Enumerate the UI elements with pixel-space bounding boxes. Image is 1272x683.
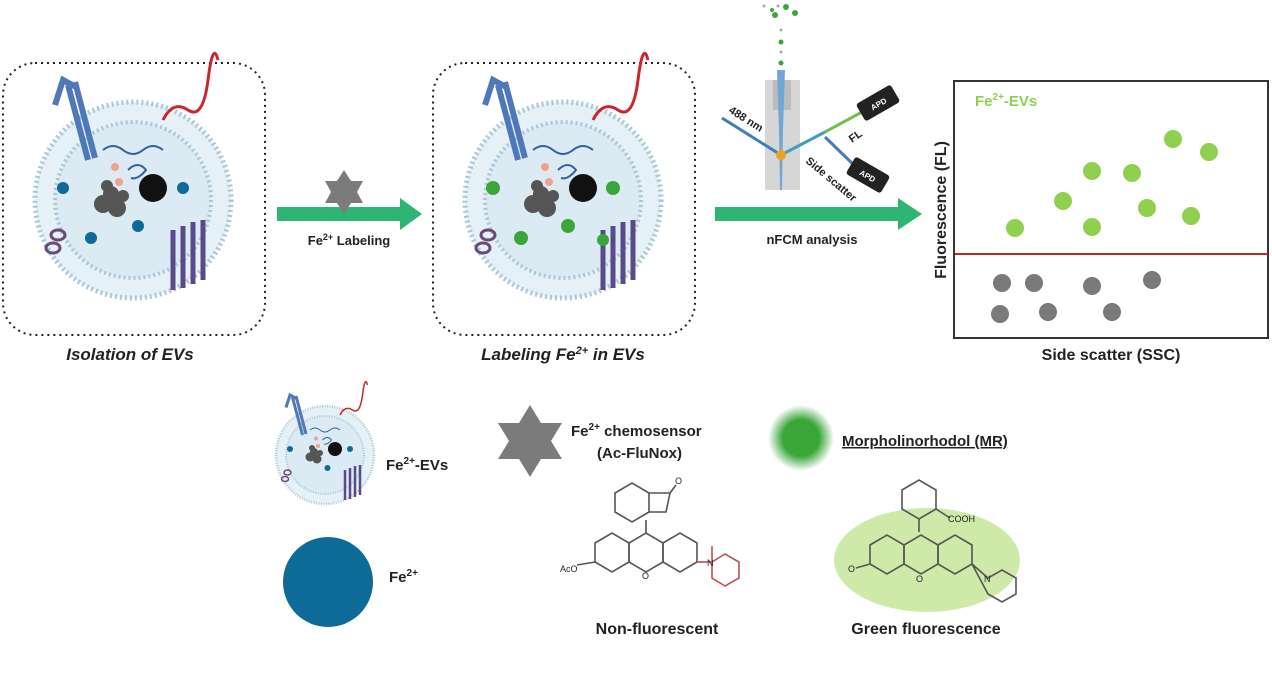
apd-ssc-detector: APD <box>846 157 890 193</box>
svg-text:O: O <box>916 574 923 584</box>
arrow-analysis: nFCM analysis <box>715 198 922 247</box>
event-dot <box>1083 162 1101 180</box>
fl-label: FL <box>847 128 865 146</box>
scatter-plot: Fe2+-EVs Side scatter (SSC) Fluorescence… <box>933 80 1269 364</box>
svg-text:O: O <box>848 564 855 574</box>
event-dot <box>1138 199 1156 217</box>
event-dot <box>1143 271 1161 289</box>
mr-glow-icon <box>768 405 834 471</box>
svg-text:COOH: COOH <box>948 514 975 524</box>
legend: Fe2+-EVs Fe2+ Fe2+ chemosensor (Ac-FluNo… <box>274 380 1008 627</box>
caption-labeling: Labeling Fe2+ in EVs <box>481 345 645 364</box>
legend-sensor-label: Fe2+ chemosensor <box>571 422 702 440</box>
svg-text:N: N <box>984 574 991 584</box>
legend-evs-label: Fe2+-EVs <box>386 456 448 474</box>
svg-text:O: O <box>675 476 682 486</box>
chemosensor-star-legend-icon <box>498 405 562 477</box>
apd-fl-detector: APD <box>856 85 900 121</box>
label-labeling: Fe2+ Labeling <box>308 232 391 248</box>
event-dot <box>1083 218 1101 236</box>
caption-non-fluorescent: Non-fluorescent <box>596 621 719 638</box>
fe-ion-icon <box>283 537 373 627</box>
event-dot <box>1200 143 1218 161</box>
event-dot <box>1039 303 1057 321</box>
nfcm-instrument: APD APD 488 nm FL Side scatter <box>721 4 900 205</box>
structure-morpholinorhodol: COOH O O N Green fluorescence <box>834 479 1020 638</box>
legend-fe-label: Fe2+ <box>389 568 418 586</box>
labeled-ev-illustration <box>465 53 661 298</box>
legend-mr-label: Morpholinorhodol (MR) <box>842 433 1008 450</box>
ev-illustration <box>35 53 231 298</box>
legend-sensor-name: (Ac-FluNox) <box>597 445 682 462</box>
event-dot <box>1103 303 1121 321</box>
svg-text:AcO: AcO <box>560 564 578 574</box>
event-dot <box>993 274 1011 292</box>
event-dot <box>1182 207 1200 225</box>
laser-label: 488 nm <box>726 104 765 134</box>
x-axis-label: Side scatter (SSC) <box>1042 347 1181 364</box>
svg-text:O: O <box>642 571 649 581</box>
panel-labeling: Labeling Fe2+ in EVs <box>432 53 696 364</box>
caption-green-fluorescence: Green fluorescence <box>851 621 1001 638</box>
chemosensor-star-icon <box>325 170 363 214</box>
event-dot <box>1025 274 1043 292</box>
label-nfcm: nFCM analysis <box>766 232 857 247</box>
arrow-labeling: Fe2+ Labeling <box>277 170 422 248</box>
event-dot <box>991 305 1009 323</box>
svg-text:N: N <box>707 558 714 568</box>
event-dot <box>1006 219 1024 237</box>
event-dot <box>1054 192 1072 210</box>
panel-isolation: Isolation of EVs <box>2 53 266 364</box>
caption-isolation: Isolation of EVs <box>66 345 194 364</box>
negative-events <box>991 271 1161 323</box>
structure-ac-flunox: AcO O O N Non-fluorescent <box>560 476 740 638</box>
population-label: Fe2+-EVs <box>975 92 1037 110</box>
y-axis-label: Fluorescence (FL) <box>933 141 950 279</box>
event-dot <box>1123 164 1141 182</box>
positive-events <box>1006 130 1218 237</box>
event-dot <box>1164 130 1182 148</box>
event-dot <box>1083 277 1101 295</box>
legend-ev-icon <box>274 380 376 506</box>
